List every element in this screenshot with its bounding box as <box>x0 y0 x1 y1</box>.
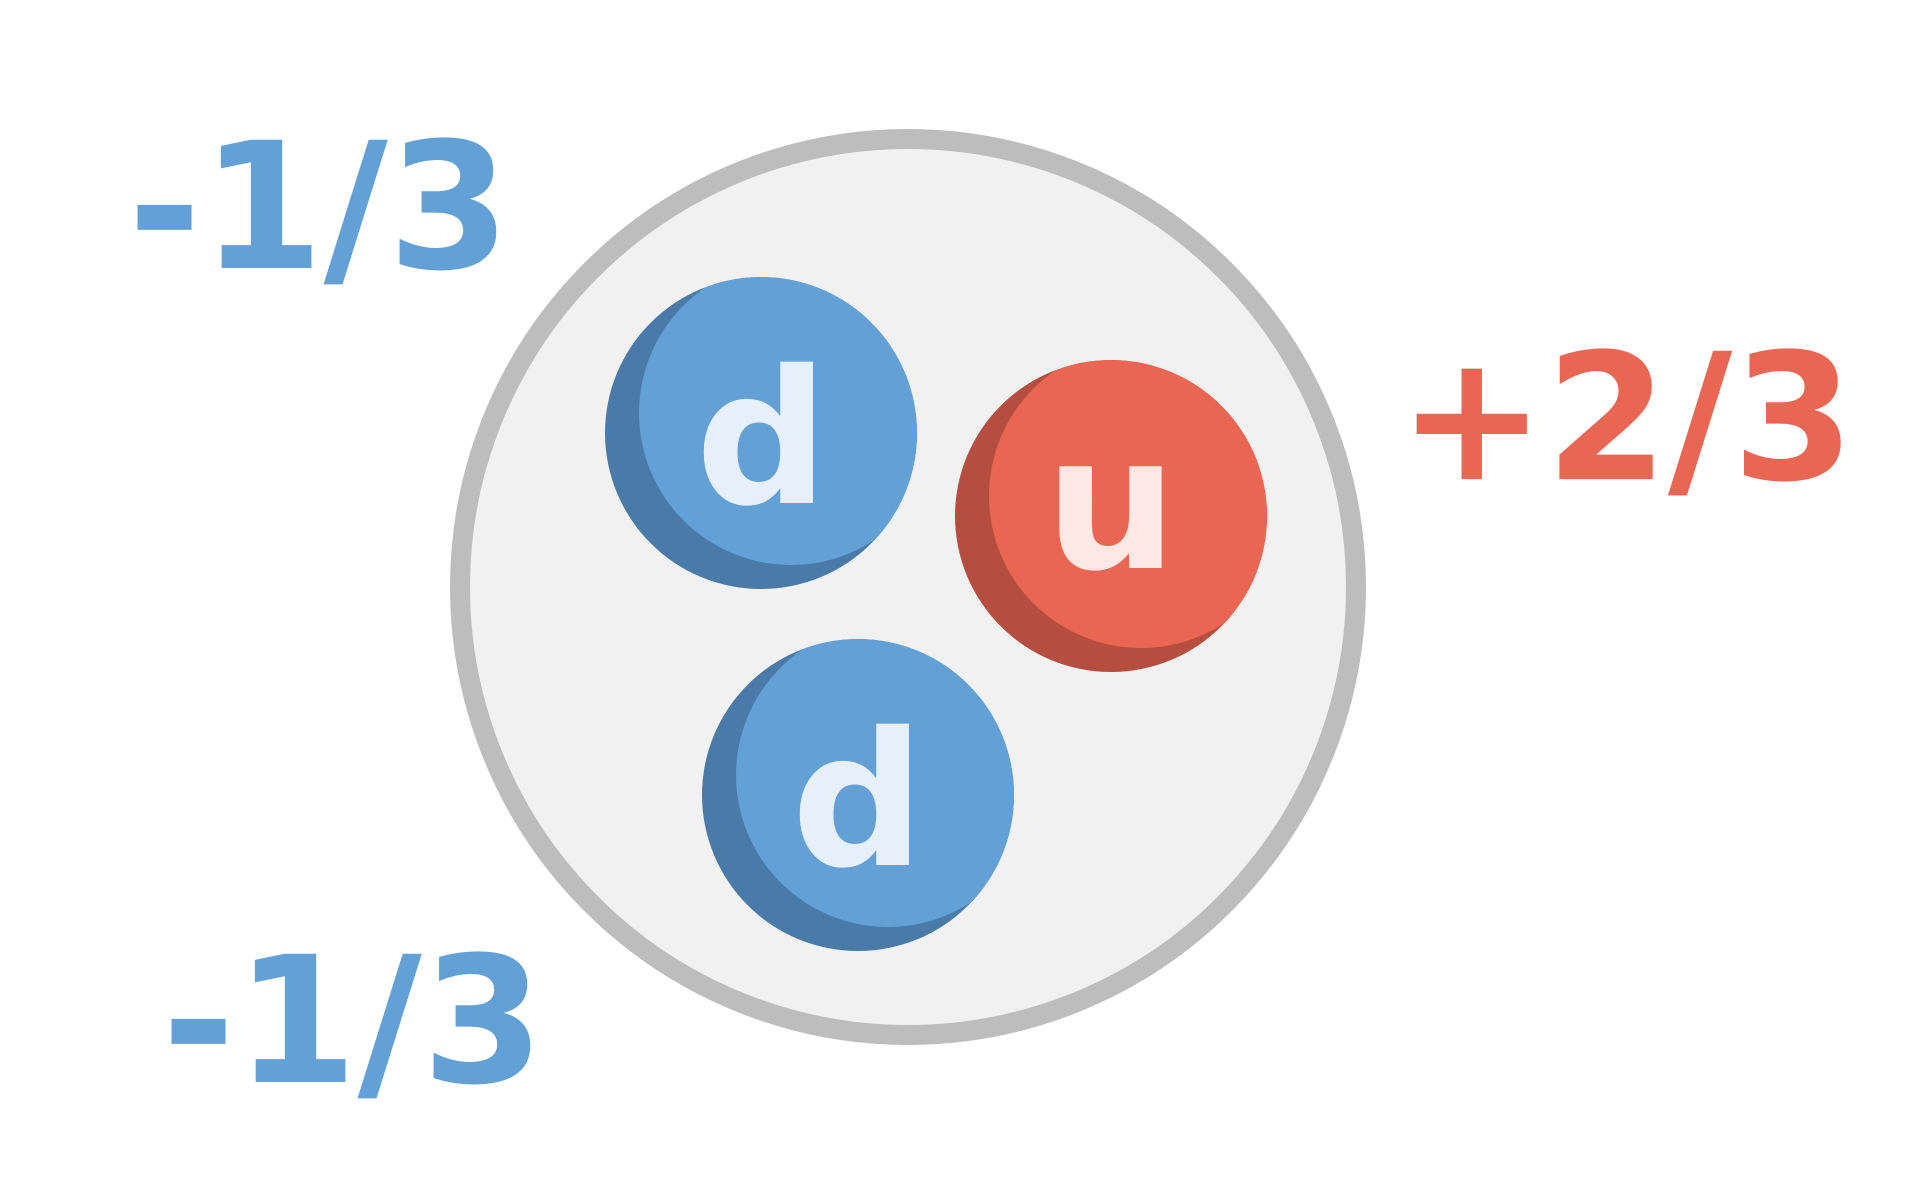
up-quark-letter: u <box>1045 395 1177 612</box>
down-quark-bottom: d <box>702 639 1014 951</box>
charge-label-bottom-left: -1/3 <box>162 919 544 1124</box>
down-quark-top-face <box>639 277 917 565</box>
charge-label-top-left: -1/3 <box>128 105 510 310</box>
up-quark: u <box>955 360 1267 672</box>
charge-label-right: +2/3 <box>1398 316 1855 521</box>
up-quark-face <box>989 360 1267 648</box>
down-quark-bottom-face <box>736 639 1014 927</box>
down-quark-top-letter: d <box>695 330 828 547</box>
down-quark-top: d <box>605 277 917 589</box>
down-quark-bottom-letter: d <box>791 692 924 909</box>
